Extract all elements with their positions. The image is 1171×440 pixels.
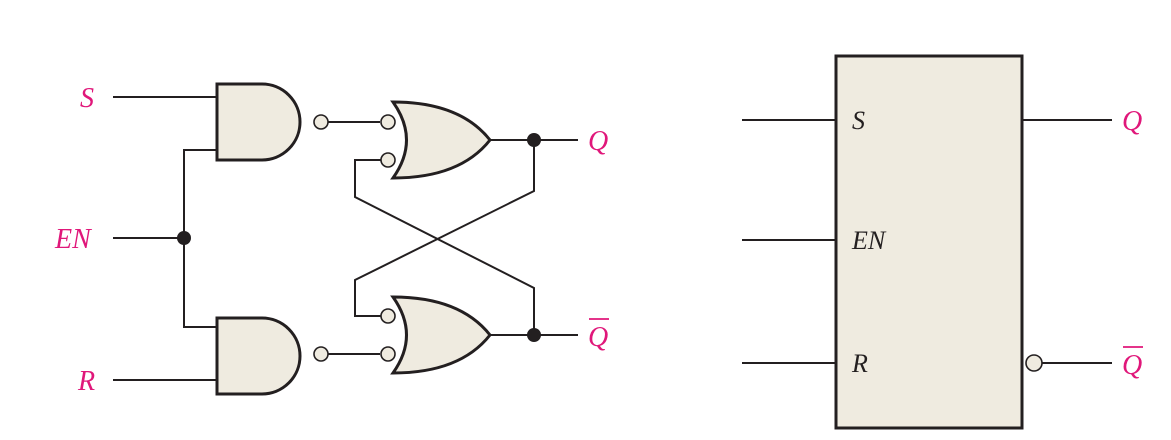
nand-gate-bottom: [215, 316, 302, 396]
en-input-label: EN: [54, 224, 92, 255]
symbol-qbar-bubble: [1025, 354, 1043, 372]
or-gate-bottom-input-bubble-1: [380, 308, 396, 324]
or-gate-top-input-bubble-1: [380, 114, 396, 130]
s-input-label: S: [80, 83, 94, 114]
r-input-label: R: [77, 366, 95, 397]
latch-symbol-box: [834, 54, 1024, 430]
feedback-qbar-to-top: [354, 159, 535, 335]
en-junction-dot: [177, 231, 191, 245]
nand-gate-top: [215, 82, 302, 162]
or-gate-bottom: [390, 295, 492, 375]
or-gate-top-input-bubble-2: [380, 152, 396, 168]
nand-gate-bottom-bubble: [313, 346, 329, 362]
feedback-q-to-bottom: [354, 140, 535, 317]
or-gate-bottom-input-bubble-2: [380, 346, 396, 362]
symbol-r-pin-label: R: [851, 349, 868, 378]
logic-symbol: S EN R Q Q: [742, 54, 1143, 430]
symbol-q-output-label: Q: [1122, 106, 1142, 137]
symbol-qbar-output-label: Q: [1122, 350, 1142, 381]
symbol-en-pin-label: EN: [851, 226, 887, 255]
symbol-s-pin-label: S: [852, 106, 865, 135]
or-gate-top: [390, 100, 492, 180]
qbar-output-label: Q: [588, 322, 608, 353]
logic-diagram: S EN R Q Q: [54, 82, 609, 397]
q-output-label: Q: [588, 126, 608, 157]
nand-gate-top-bubble: [313, 114, 329, 130]
